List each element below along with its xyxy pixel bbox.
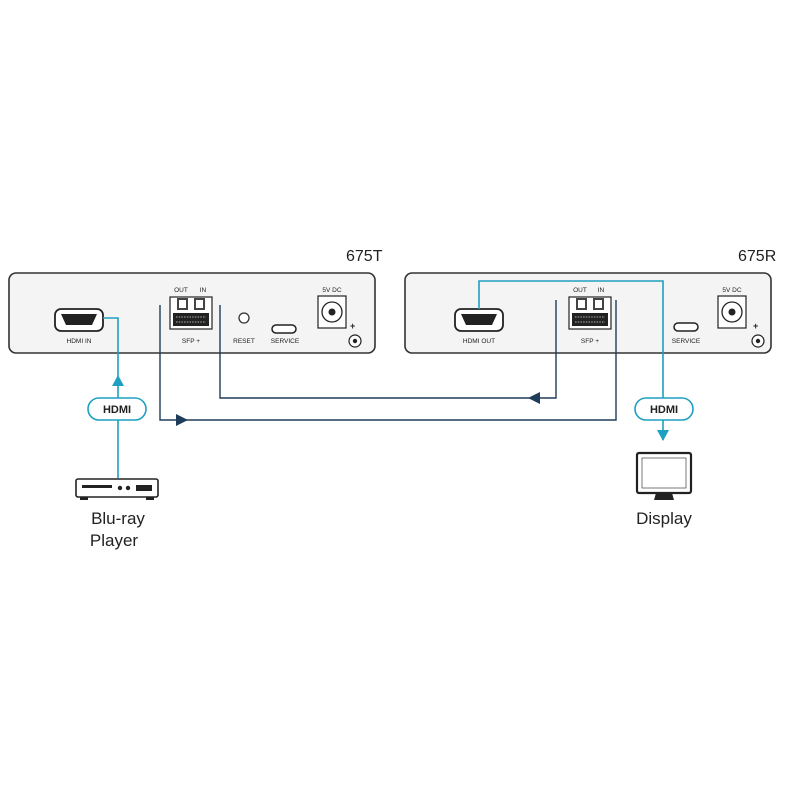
source-label-line1: Blu-ray <box>91 509 145 528</box>
receiver-sfp-in-label: IN <box>598 287 605 294</box>
reset-button[interactable] <box>238 312 250 324</box>
receiver-sfp-out-label: OUT <box>573 287 587 294</box>
hdmi-source-arrow <box>112 375 124 386</box>
receiver-sfp-port <box>568 296 612 330</box>
hdmi-display-arrow <box>657 430 669 441</box>
transmitter-sfp-out-label: OUT <box>174 287 188 294</box>
receiver-title: 675R <box>738 248 776 265</box>
receiver-service-label: SERVICE <box>672 338 701 345</box>
fiber-link-out-to-in <box>159 300 617 421</box>
reset-label: RESET <box>233 338 255 345</box>
hdmi-badge-source-text: HDMI <box>103 404 131 416</box>
source-label-line2: Player <box>90 531 139 550</box>
hdmi-in-label: HDMI IN <box>67 338 92 345</box>
hdmi-badge-display-text: HDMI <box>650 404 678 416</box>
transmitter-sfp-label: SFP + <box>182 338 200 345</box>
transmitter-sfp-port <box>169 296 213 330</box>
hdmi-badge-display: HDMI <box>634 397 694 421</box>
hdmi-wire-source <box>103 317 119 478</box>
transmitter-power-jack <box>317 295 347 329</box>
blu-ray-player-icon <box>75 478 159 500</box>
transmitter-service-label: SERVICE <box>271 338 300 345</box>
transmitter-sfp-in-label: IN <box>200 287 207 294</box>
transmitter-title: 675T <box>346 248 383 265</box>
hdmi-out-port <box>454 308 504 332</box>
hdmi-badge-source: HDMI <box>87 397 147 421</box>
transmitter-service-port <box>271 324 297 334</box>
hdmi-in-port <box>54 308 104 332</box>
transmitter-ground-icon: + <box>348 321 362 348</box>
display-label: Display <box>636 509 692 528</box>
fiber-link-return <box>219 300 557 399</box>
receiver-power-label: 5V DC <box>722 287 741 294</box>
display-monitor-icon <box>635 451 693 500</box>
svg-text:+: + <box>350 321 355 331</box>
receiver-power-jack <box>717 295 747 329</box>
receiver-ground-icon: + <box>751 321 765 348</box>
svg-text:+: + <box>753 321 758 331</box>
receiver-sfp-label: SFP + <box>581 338 599 345</box>
transmitter-power-label: 5V DC <box>322 287 341 294</box>
hdmi-wire-display <box>478 280 664 440</box>
fiber-arrow-left <box>528 392 540 404</box>
hdmi-out-label: HDMI OUT <box>463 338 495 345</box>
fiber-arrow-right <box>176 414 188 426</box>
receiver-service-port <box>673 322 699 332</box>
